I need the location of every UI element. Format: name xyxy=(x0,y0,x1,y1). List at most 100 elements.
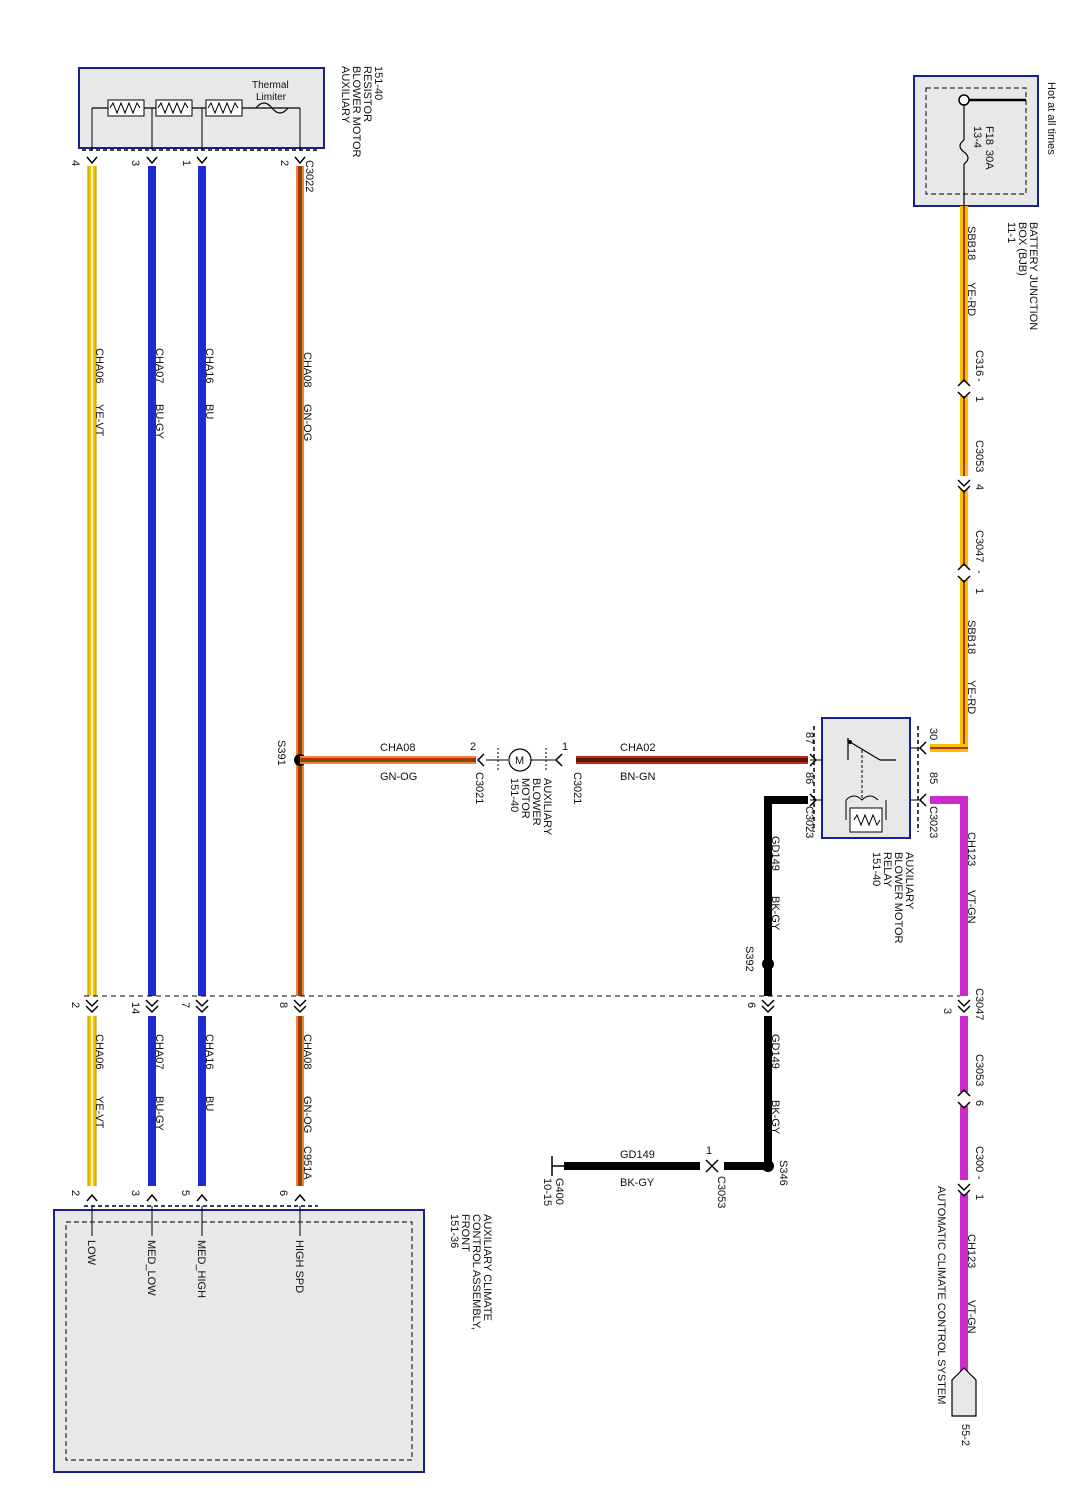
bjb-box xyxy=(913,75,1039,207)
svg-text:M: M xyxy=(515,755,524,767)
resistor-pin: 3 xyxy=(129,160,141,166)
svg-text:10-15: 10-15 xyxy=(541,1178,553,1206)
connector-arrow-icon xyxy=(957,1005,971,1014)
wire-label: BK-GY xyxy=(769,1100,781,1135)
acc-ref: 55-2 xyxy=(959,1424,971,1446)
resistor-connector-label: C3022 xyxy=(303,160,315,192)
wire-label: CHA06 xyxy=(93,348,105,383)
wire-bk-gy-lower: GD149 BK-GY xyxy=(764,1016,781,1166)
wire-label: GN-OG xyxy=(380,771,417,783)
connector-arrow-icon xyxy=(957,485,971,494)
svg-text:RELAY: RELAY xyxy=(881,852,893,888)
svg-text:14: 14 xyxy=(129,1002,141,1014)
svg-text:AUXILIARY: AUXILIARY xyxy=(541,778,553,836)
svg-text:6: 6 xyxy=(973,1100,985,1106)
inline-connector-c3047-upper: C3047 - 1 xyxy=(957,530,985,594)
blower-motor-relay: 30 85 87 86 C3023 C3023 AUXILIARY BLOWER… xyxy=(803,717,939,944)
connector-arrow-icon xyxy=(957,1189,971,1198)
connector-arrow-icon xyxy=(710,1159,719,1173)
wire-label: GD149 xyxy=(769,1034,781,1069)
svg-text:S391: S391 xyxy=(275,740,287,766)
connector-c3047: C3047 3 6 2 14 7 8 xyxy=(69,988,985,1020)
resistor-element-icon xyxy=(205,99,243,117)
resistor-pin: 1 xyxy=(180,160,192,166)
svg-text:BLOWER: BLOWER xyxy=(530,778,542,826)
svg-text:C316: C316 xyxy=(973,350,985,376)
connector-arrow-icon xyxy=(476,753,485,767)
wire-label: GN-OG xyxy=(301,404,313,441)
connector-arrow-icon xyxy=(195,999,209,1008)
wire-label: CH123 xyxy=(965,1234,977,1268)
svg-text:AUXILIARY: AUXILIARY xyxy=(903,852,915,910)
svg-text:8: 8 xyxy=(277,1002,289,1008)
fuse-label: F18 xyxy=(983,126,995,145)
connector-label: C951A xyxy=(301,1146,313,1180)
svg-text:C3053: C3053 xyxy=(715,1176,727,1208)
wire-bk-gy-ground: GD149 BK-GY xyxy=(564,1149,768,1189)
acc-label: AUTOMATIC CLIMATE CONTROL SYSTEM xyxy=(935,1186,947,1404)
svg-text:C3053: C3053 xyxy=(973,440,985,472)
control-box xyxy=(53,1209,425,1473)
wire-label: CHA16 xyxy=(203,1034,215,1069)
svg-text:1: 1 xyxy=(973,396,985,402)
svg-text:FRONT: FRONT xyxy=(459,1214,471,1252)
relay-pin: 85 xyxy=(927,772,939,784)
svg-text:11-1: 11-1 xyxy=(1005,222,1017,243)
relay-switch-icon xyxy=(847,738,896,761)
fuse-ref: 13-4 xyxy=(971,126,983,148)
wire-label: CHA16 xyxy=(203,348,215,383)
pin-label-high-spd: HIGH SPD xyxy=(293,1240,305,1293)
wire-bk-gy-upper: GD149 BK-GY xyxy=(764,796,808,996)
wire-label: SBB18 xyxy=(965,620,977,654)
wire-label: GD149 xyxy=(769,836,781,871)
motor-title: AUXILIARY BLOWER MOTOR 151-40 xyxy=(508,778,553,836)
pin-label-med-high: MED_HIGH xyxy=(195,1240,207,1298)
resistor-title: AUXILIARY BLOWER MOTOR RESISTOR 151-40 xyxy=(339,66,384,158)
upper-wire-labels: CHA06 YE-VT CHA07 BU-GY CHA16 BU CHA08 G… xyxy=(93,348,313,441)
svg-text:5: 5 xyxy=(179,1190,191,1196)
svg-text:-: - xyxy=(973,570,985,574)
wire-label: GN-OG xyxy=(301,1096,313,1133)
wire-label: YE-RD xyxy=(965,282,977,316)
wire-label: GD149 xyxy=(620,1149,655,1161)
svg-text:3: 3 xyxy=(941,1008,953,1014)
wire-ye-vt-lower: CHA06 YE-VT xyxy=(87,1016,105,1186)
svg-text:151-40: 151-40 xyxy=(372,66,384,100)
wire-label: CHA07 xyxy=(153,1034,165,1069)
thermal-label: Thermal xyxy=(252,80,289,91)
wire-label: YE-VT xyxy=(93,404,105,437)
inline-connector-c3053-ground: 1 C3053 xyxy=(705,1145,727,1208)
svg-text:G400: G400 xyxy=(553,1178,565,1205)
svg-text:7: 7 xyxy=(179,1002,191,1008)
motor-connector-label: C3021 xyxy=(571,772,583,804)
wire-gn-og-motor: CHA08 GN-OG xyxy=(300,742,476,783)
svg-text:2: 2 xyxy=(69,1002,81,1008)
relay-connector-label: C3023 xyxy=(927,806,939,838)
wire-label: VT-GN xyxy=(965,1300,977,1334)
connector-arrow-icon xyxy=(809,793,818,807)
svg-text:151-40: 151-40 xyxy=(870,852,882,886)
svg-text:1: 1 xyxy=(973,588,985,594)
resistor-pin: 2 xyxy=(278,160,290,166)
connector-arrow-icon xyxy=(293,1005,307,1014)
svg-text:C300: C300 xyxy=(973,1146,985,1172)
wire-label: BU xyxy=(203,1096,215,1111)
wire-label: BU-GY xyxy=(153,404,165,440)
svg-text:CONTROL ASSEMBLY,: CONTROL ASSEMBLY, xyxy=(470,1214,482,1330)
svg-text:AUXILIARY: AUXILIARY xyxy=(339,66,351,124)
bjb-title: BATTERY JUNCTION BOX (BJB) 11-1 xyxy=(1005,222,1039,330)
svg-text:S392: S392 xyxy=(743,946,755,972)
svg-text:151-40: 151-40 xyxy=(508,778,520,812)
connector-arrow-icon xyxy=(761,1005,775,1014)
wire-bu-gy-lower: CHA07 BU-GY xyxy=(148,1016,165,1186)
inline-connector-c3053-lower: C3053 6 xyxy=(957,1054,985,1110)
resistor-element-icon xyxy=(107,99,145,117)
svg-text:151-36: 151-36 xyxy=(448,1214,460,1248)
connector-arrow-icon xyxy=(957,1101,971,1110)
svg-text:4: 4 xyxy=(973,484,985,490)
relay-pin: 87 xyxy=(803,732,815,744)
wire-label: BU xyxy=(203,404,215,419)
svg-text:C3047: C3047 xyxy=(973,530,985,562)
relay-pin: 30 xyxy=(927,728,939,740)
connector-arrow-icon xyxy=(957,378,971,387)
